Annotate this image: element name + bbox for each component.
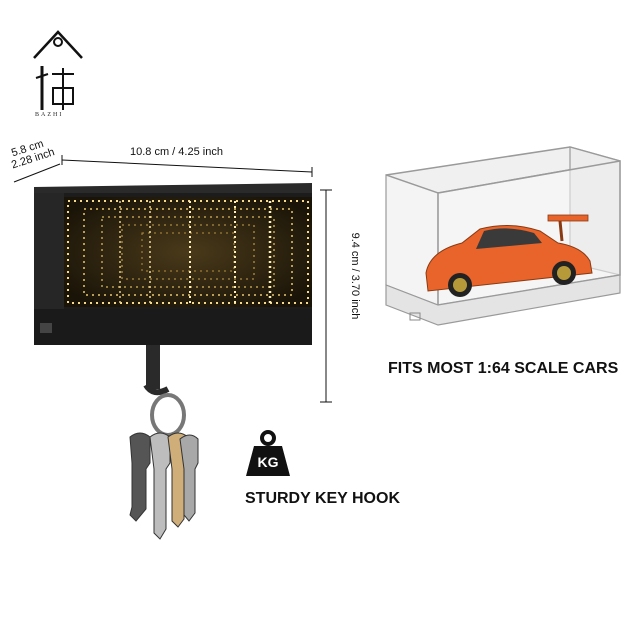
fits-scale-caption: FITS MOST 1:64 SCALE CARS [388,360,619,377]
display-case-with-car [385,146,621,326]
key-hook-caption: STURDY KEY HOOK [245,490,400,507]
weight-icon [246,430,290,476]
height-label: 9.4 cm / 3.70 inch [349,232,361,320]
infinity-mirror-shelf [34,183,312,540]
width-label: 10.8 cm / 4.25 inch [130,146,223,158]
brand-logo [33,30,83,110]
car-model [425,214,593,297]
logo-text: BAZHI [35,112,64,118]
weight-icon-label: KG [257,454,279,470]
